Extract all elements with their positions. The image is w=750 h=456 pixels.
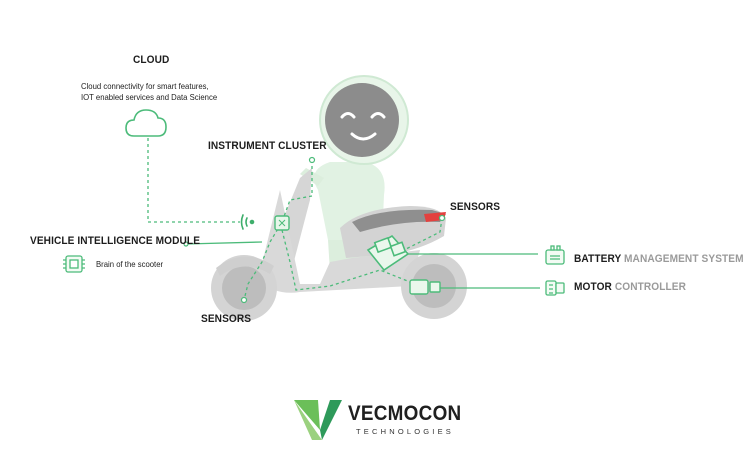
- cloud-description-line2: IOT enabled services and Data Science: [81, 92, 218, 102]
- cloud-title: CLOUD: [133, 54, 170, 66]
- battery-pack-icon: [366, 234, 410, 272]
- vim-subtitle: Brain of the scooter: [96, 259, 164, 269]
- sensors-top-label: SENSORS: [450, 201, 501, 213]
- motor-controller-scooter-icon: [409, 279, 441, 295]
- connection-lines: [147, 138, 540, 301]
- vim-title: VEHICLE INTELLIGENCE MODULE: [30, 235, 201, 247]
- vim-link-line: [185, 241, 263, 245]
- scooter-body: [211, 168, 467, 321]
- brand-name: VECMOCON: [348, 402, 462, 425]
- bms-label-light: MANAGEMENT SYSTEM: [624, 253, 744, 265]
- sensors-bottom-label: SENSORS: [201, 313, 252, 325]
- bms-label: BATTERY MANAGEMENT SYSTEM: [574, 253, 744, 265]
- rear-sensor-line: [403, 217, 443, 251]
- motor-controller-icon: [545, 280, 565, 296]
- instrument-cluster-label: INSTRUMENT CLUSTER: [208, 140, 327, 152]
- motor-label-light: CONTROLLER: [614, 281, 687, 293]
- motor-label-strong: MOTOR: [574, 281, 612, 293]
- vecmocon-logo-icon: [294, 400, 342, 440]
- connection-nodes: [183, 156, 446, 304]
- cloud-link-line: [147, 138, 240, 223]
- battery-icon: [545, 245, 565, 265]
- vim-module-icon: [274, 215, 290, 231]
- motor-controller-label: MOTOR CONTROLLER: [574, 281, 686, 293]
- bms-label-strong: BATTERY: [574, 253, 622, 265]
- harness-line: [281, 229, 421, 291]
- cloud-icon: [125, 109, 167, 137]
- wifi-icon: [240, 214, 255, 230]
- chip-icon: [63, 255, 85, 273]
- cloud-description-line1: Cloud connectivity for smart features,: [81, 81, 209, 91]
- brand-tagline: TECHNOLOGIES: [356, 427, 454, 436]
